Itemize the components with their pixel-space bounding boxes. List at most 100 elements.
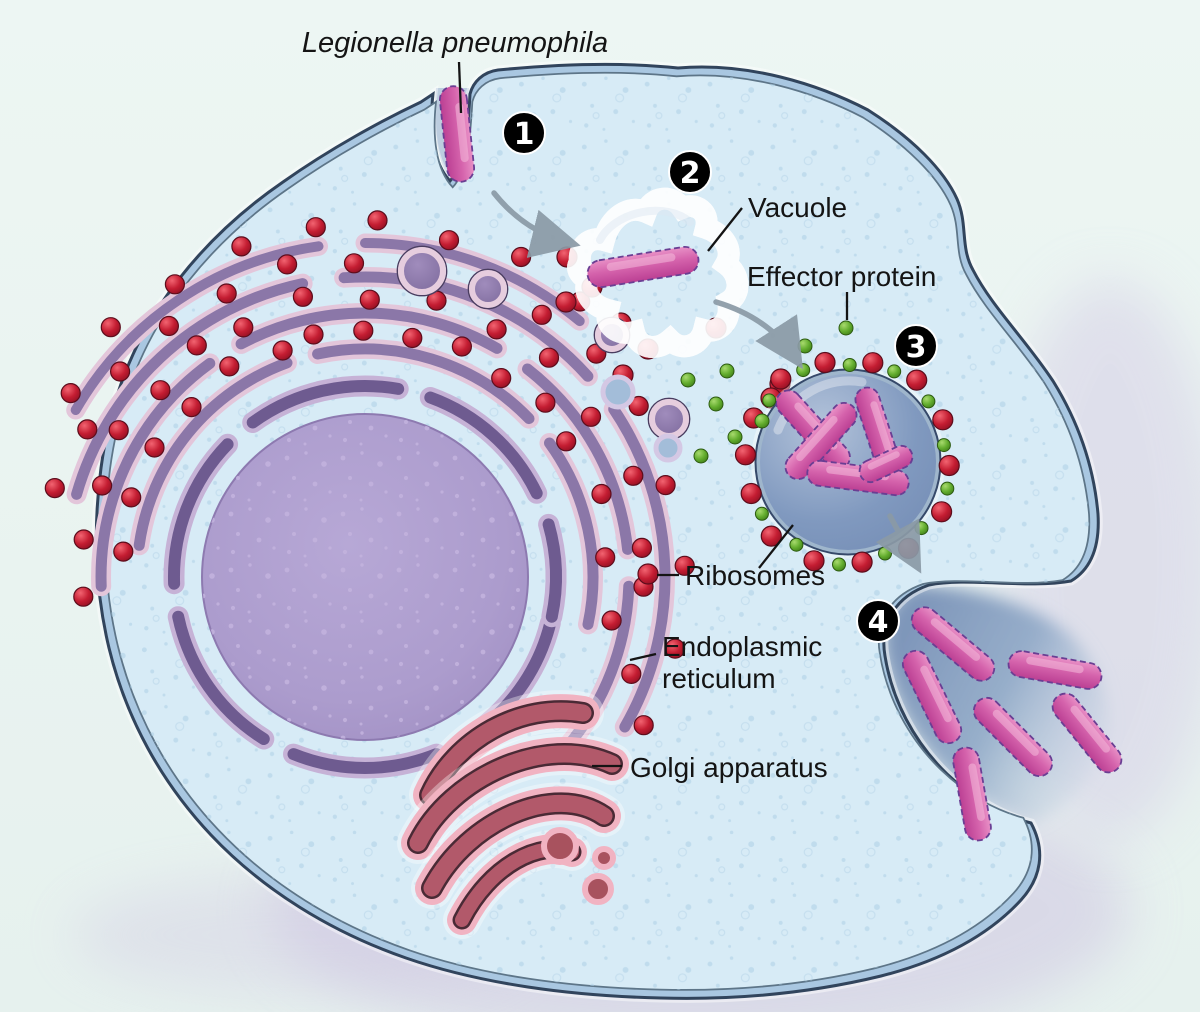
effector-protein-dot <box>914 521 929 536</box>
effector-protein-dot <box>832 557 846 572</box>
er-arc-3 <box>608 403 671 733</box>
effector-protein-dot <box>693 448 709 464</box>
ribosome-dot <box>538 347 560 368</box>
nuclear-envelope <box>542 518 562 623</box>
label-er-line2: reticulum <box>662 663 776 694</box>
ribosome-dot <box>44 478 65 499</box>
bacterium-rod <box>901 649 963 745</box>
ribosome-dot <box>353 320 374 341</box>
label-effector-protein: Effector protein <box>747 261 936 292</box>
ribosome-dot <box>591 483 612 505</box>
effector-protein-dot <box>921 394 936 409</box>
ribosome-dot <box>91 475 113 496</box>
golgi-vesicle <box>541 827 616 905</box>
bacterium-rod <box>910 606 996 682</box>
bacterium-rod <box>952 746 992 842</box>
er-arc-4 <box>70 241 324 415</box>
er-arc-2 <box>561 580 635 753</box>
label-golgi: Golgi apparatus <box>630 752 828 783</box>
effector-protein-dot <box>719 363 735 379</box>
ribosome-dot <box>930 501 953 523</box>
ribosome-dot <box>734 444 757 466</box>
ribosome-dot <box>760 525 782 547</box>
step-marker-2: 2 <box>668 150 712 194</box>
ribosome-dot <box>343 253 365 274</box>
vacuole-step2 <box>578 199 737 347</box>
vesicle <box>647 397 691 441</box>
ribosome-dot <box>556 431 577 452</box>
label-organism: Legionella pneumophila <box>302 27 608 59</box>
ribosome-dot <box>60 383 81 404</box>
ribosome-dot <box>438 230 460 251</box>
effector-protein-dot <box>754 506 769 521</box>
ribosome-dot <box>305 217 326 238</box>
ribosome-dot <box>121 487 142 508</box>
ribosome-dot <box>231 236 252 257</box>
ribosome-dot <box>814 351 836 374</box>
vacuole-highlight <box>773 376 867 435</box>
arrow-step2-to-step3 <box>713 299 803 370</box>
ribosome-dot <box>770 368 792 390</box>
pointer-vacuole <box>707 207 743 252</box>
step-markers: 1 2 3 4 <box>502 111 938 643</box>
vesicle-bud <box>653 433 683 463</box>
ribosome-dot <box>510 246 532 268</box>
ribosome-dot <box>631 537 653 559</box>
bacterium-rod <box>1007 650 1103 690</box>
effector-protein-dot <box>789 537 804 552</box>
ribosome-dot <box>292 286 313 307</box>
er-arc-1 <box>312 343 535 425</box>
pointer-ribosomes-diagonal <box>758 524 794 569</box>
ribosome-dot <box>109 361 131 382</box>
ribosome-dot <box>906 369 928 391</box>
step-number-3: 3 <box>906 330 927 365</box>
ribosome-dot <box>555 291 577 313</box>
bacterium-in-vacuole <box>586 245 700 289</box>
bacteria-exiting <box>901 606 1123 842</box>
bacterium-entering <box>438 85 476 183</box>
golgi-cisterna <box>397 733 633 864</box>
flow-arrows <box>491 190 922 574</box>
golgi-cisterna <box>409 690 604 816</box>
bacterium-rod <box>586 245 700 289</box>
nuclear-envelope <box>287 748 443 774</box>
ribosome-dot <box>108 420 129 441</box>
effector-protein-dot <box>762 393 777 408</box>
ribosome-dot <box>216 283 237 304</box>
label-er-line1: Endoplasmic <box>662 631 822 662</box>
nuclear-envelope <box>172 610 270 745</box>
effector-protein-dot <box>797 338 813 354</box>
ribosome-dot <box>219 356 240 377</box>
vesicle <box>467 268 509 310</box>
ribosome-dot <box>100 317 121 338</box>
ribosome-dot <box>158 315 179 337</box>
ribosome-dot <box>531 304 552 325</box>
bacterium-rod <box>1051 692 1123 774</box>
golgi-apparatus <box>397 690 633 939</box>
ribosome-dot <box>623 465 644 486</box>
ribosome-dot <box>164 274 185 295</box>
ribosome-dot <box>233 317 254 338</box>
golgi-cisterna <box>411 782 625 909</box>
effector-protein-dot <box>936 438 951 453</box>
ribosome-dot <box>486 319 507 340</box>
bacterium-rod <box>972 696 1054 778</box>
ribosome-dot <box>740 482 762 505</box>
labels: Legionella pneumophila Vacuole Effector … <box>302 27 937 783</box>
ribosome-dot <box>628 395 649 417</box>
er-arc-1 <box>133 357 293 551</box>
ribosome-dot <box>637 563 659 585</box>
ribosome-dot <box>601 610 622 631</box>
step-number-4: 4 <box>868 605 889 640</box>
ribosome-dot <box>73 529 94 550</box>
effector-protein-dot <box>680 372 696 388</box>
effector-protein-dot <box>887 364 902 379</box>
ribosome-dot <box>150 380 171 401</box>
ribosome-dot <box>359 289 380 310</box>
er-arc-2 <box>522 363 634 555</box>
pointer-organism <box>457 61 463 114</box>
ribosome-dot <box>938 454 960 477</box>
ribosome-dot <box>580 406 602 427</box>
